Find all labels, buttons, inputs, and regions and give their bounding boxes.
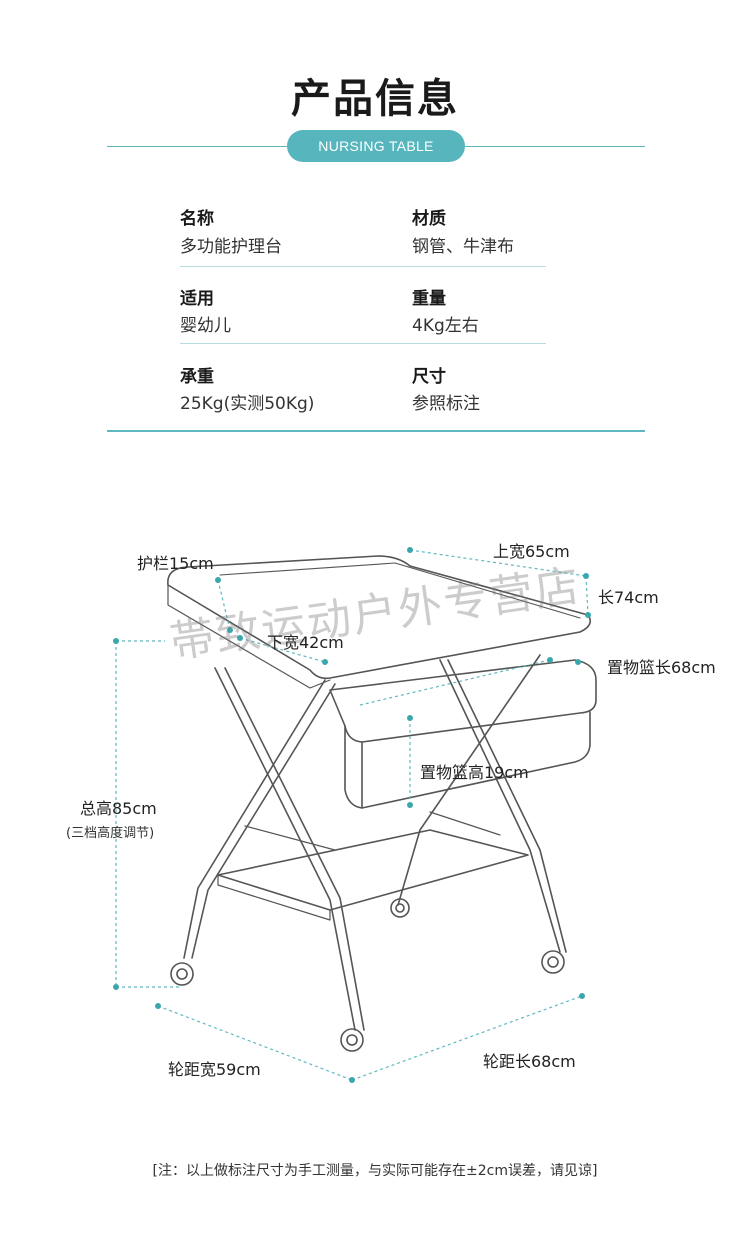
frame-leg-back-right-b (447, 659, 567, 953)
spec-table-bottom-line (107, 430, 645, 432)
spec-value-size: 参照标注 (412, 394, 480, 414)
dim-label-total-height-note: (三档高度调节) (66, 826, 155, 841)
dim-label-total-height: 总高85cm (80, 799, 157, 818)
changing-top-inner (219, 562, 581, 619)
dim-label-basket-height: 置物篮高19cm (420, 763, 529, 782)
dim-label-wheel-length: 轮距长68cm (483, 1052, 576, 1071)
spec-label-name: 名称 (180, 209, 214, 229)
dim-line-basket-length (359, 659, 551, 706)
crossbar (244, 811, 501, 851)
frame-leg-front-right-b (224, 667, 365, 1031)
lower-shelf-front (217, 874, 331, 921)
dim-label-basket-length: 置物篮长68cm (607, 658, 716, 677)
spec-label-size: 尺寸 (412, 367, 446, 387)
spec-label-load: 承重 (180, 367, 214, 387)
wheel-back-left (390, 898, 410, 918)
dim-label-length: 长74cm (598, 588, 659, 607)
wheel-back-right (541, 950, 565, 974)
dim-label-lower-width: 下宽42cm (267, 633, 344, 652)
spec-value-weight: 4Kg左右 (412, 316, 479, 336)
frame-leg-back-right (439, 659, 561, 953)
dim-line-rail (217, 579, 231, 631)
spec-value-load: 25Kg(实测50Kg) (180, 394, 315, 414)
nursing-table-badge: NURSING TABLE (287, 130, 465, 162)
dim-label-wheel-width: 轮距宽59cm (168, 1060, 261, 1079)
dim-line-lower-width (239, 637, 326, 663)
header-divider-right (465, 146, 645, 147)
spec-label-material: 材质 (412, 209, 446, 229)
dim-line-wheel-width (157, 1005, 353, 1081)
spec-row-divider (180, 266, 546, 267)
frame-leg-front-left (183, 679, 326, 959)
spec-value-name: 多功能护理台 (180, 237, 282, 257)
spec-label-weight: 重量 (412, 289, 446, 309)
measurement-footnote: [注：以上做标注尺寸为手工测量，与实际可能存在±2cm误差，请见谅] (152, 1163, 598, 1179)
spec-label-suitable: 适用 (180, 289, 214, 309)
basket-top (329, 659, 597, 743)
header-divider-left (107, 146, 287, 147)
page-title: 产品信息 (291, 76, 459, 122)
dim-label-top-width: 上宽65cm (493, 542, 570, 561)
spec-value-material: 钢管、牛津布 (412, 237, 514, 257)
frame-leg-front-right (214, 667, 356, 1031)
spec-value-suitable: 婴幼儿 (180, 316, 231, 336)
wheel-front-right (340, 1028, 364, 1052)
dim-line-wheel-length (351, 995, 583, 1081)
wheel-front-left (170, 962, 194, 986)
changing-top-rail-left (167, 584, 331, 689)
frame-leg-back-left (397, 654, 541, 906)
spec-row-divider (180, 343, 546, 344)
frame-leg-front-left-b (191, 683, 336, 959)
dim-line-length (585, 575, 589, 616)
basket-body (344, 711, 591, 809)
dim-label-rail: 护栏15cm (137, 554, 214, 573)
lower-shelf (217, 829, 529, 911)
